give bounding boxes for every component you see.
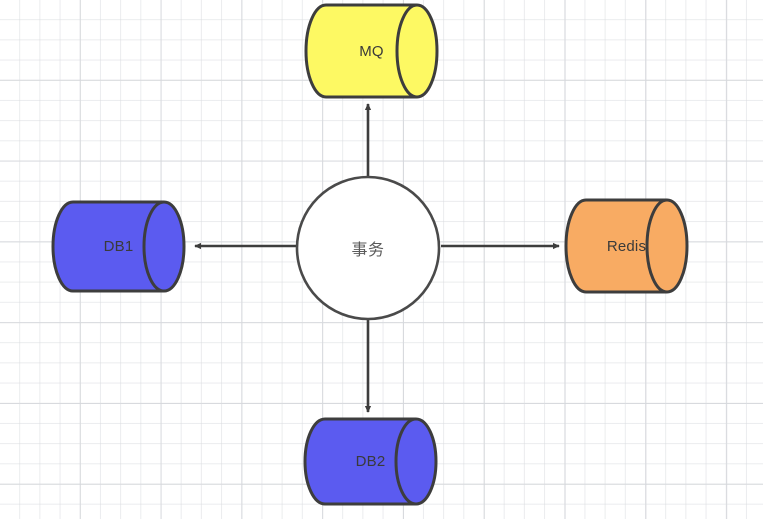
- node-db2[interactable]: [303, 417, 438, 506]
- cylinder-body: [564, 198, 689, 294]
- node-mq[interactable]: [304, 3, 439, 99]
- cylinder-body: [303, 417, 438, 506]
- cylinder-body: [304, 3, 439, 99]
- cylinder-cap: [645, 198, 668, 294]
- cylinder-cap: [142, 200, 165, 293]
- cylinder-body: [51, 200, 186, 293]
- node-transaction[interactable]: [295, 175, 441, 321]
- circle-body: [295, 175, 441, 321]
- cylinder-cap: [394, 417, 417, 506]
- node-redis[interactable]: [564, 198, 689, 294]
- node-db1[interactable]: [51, 200, 186, 293]
- cylinder-cap: [395, 3, 418, 99]
